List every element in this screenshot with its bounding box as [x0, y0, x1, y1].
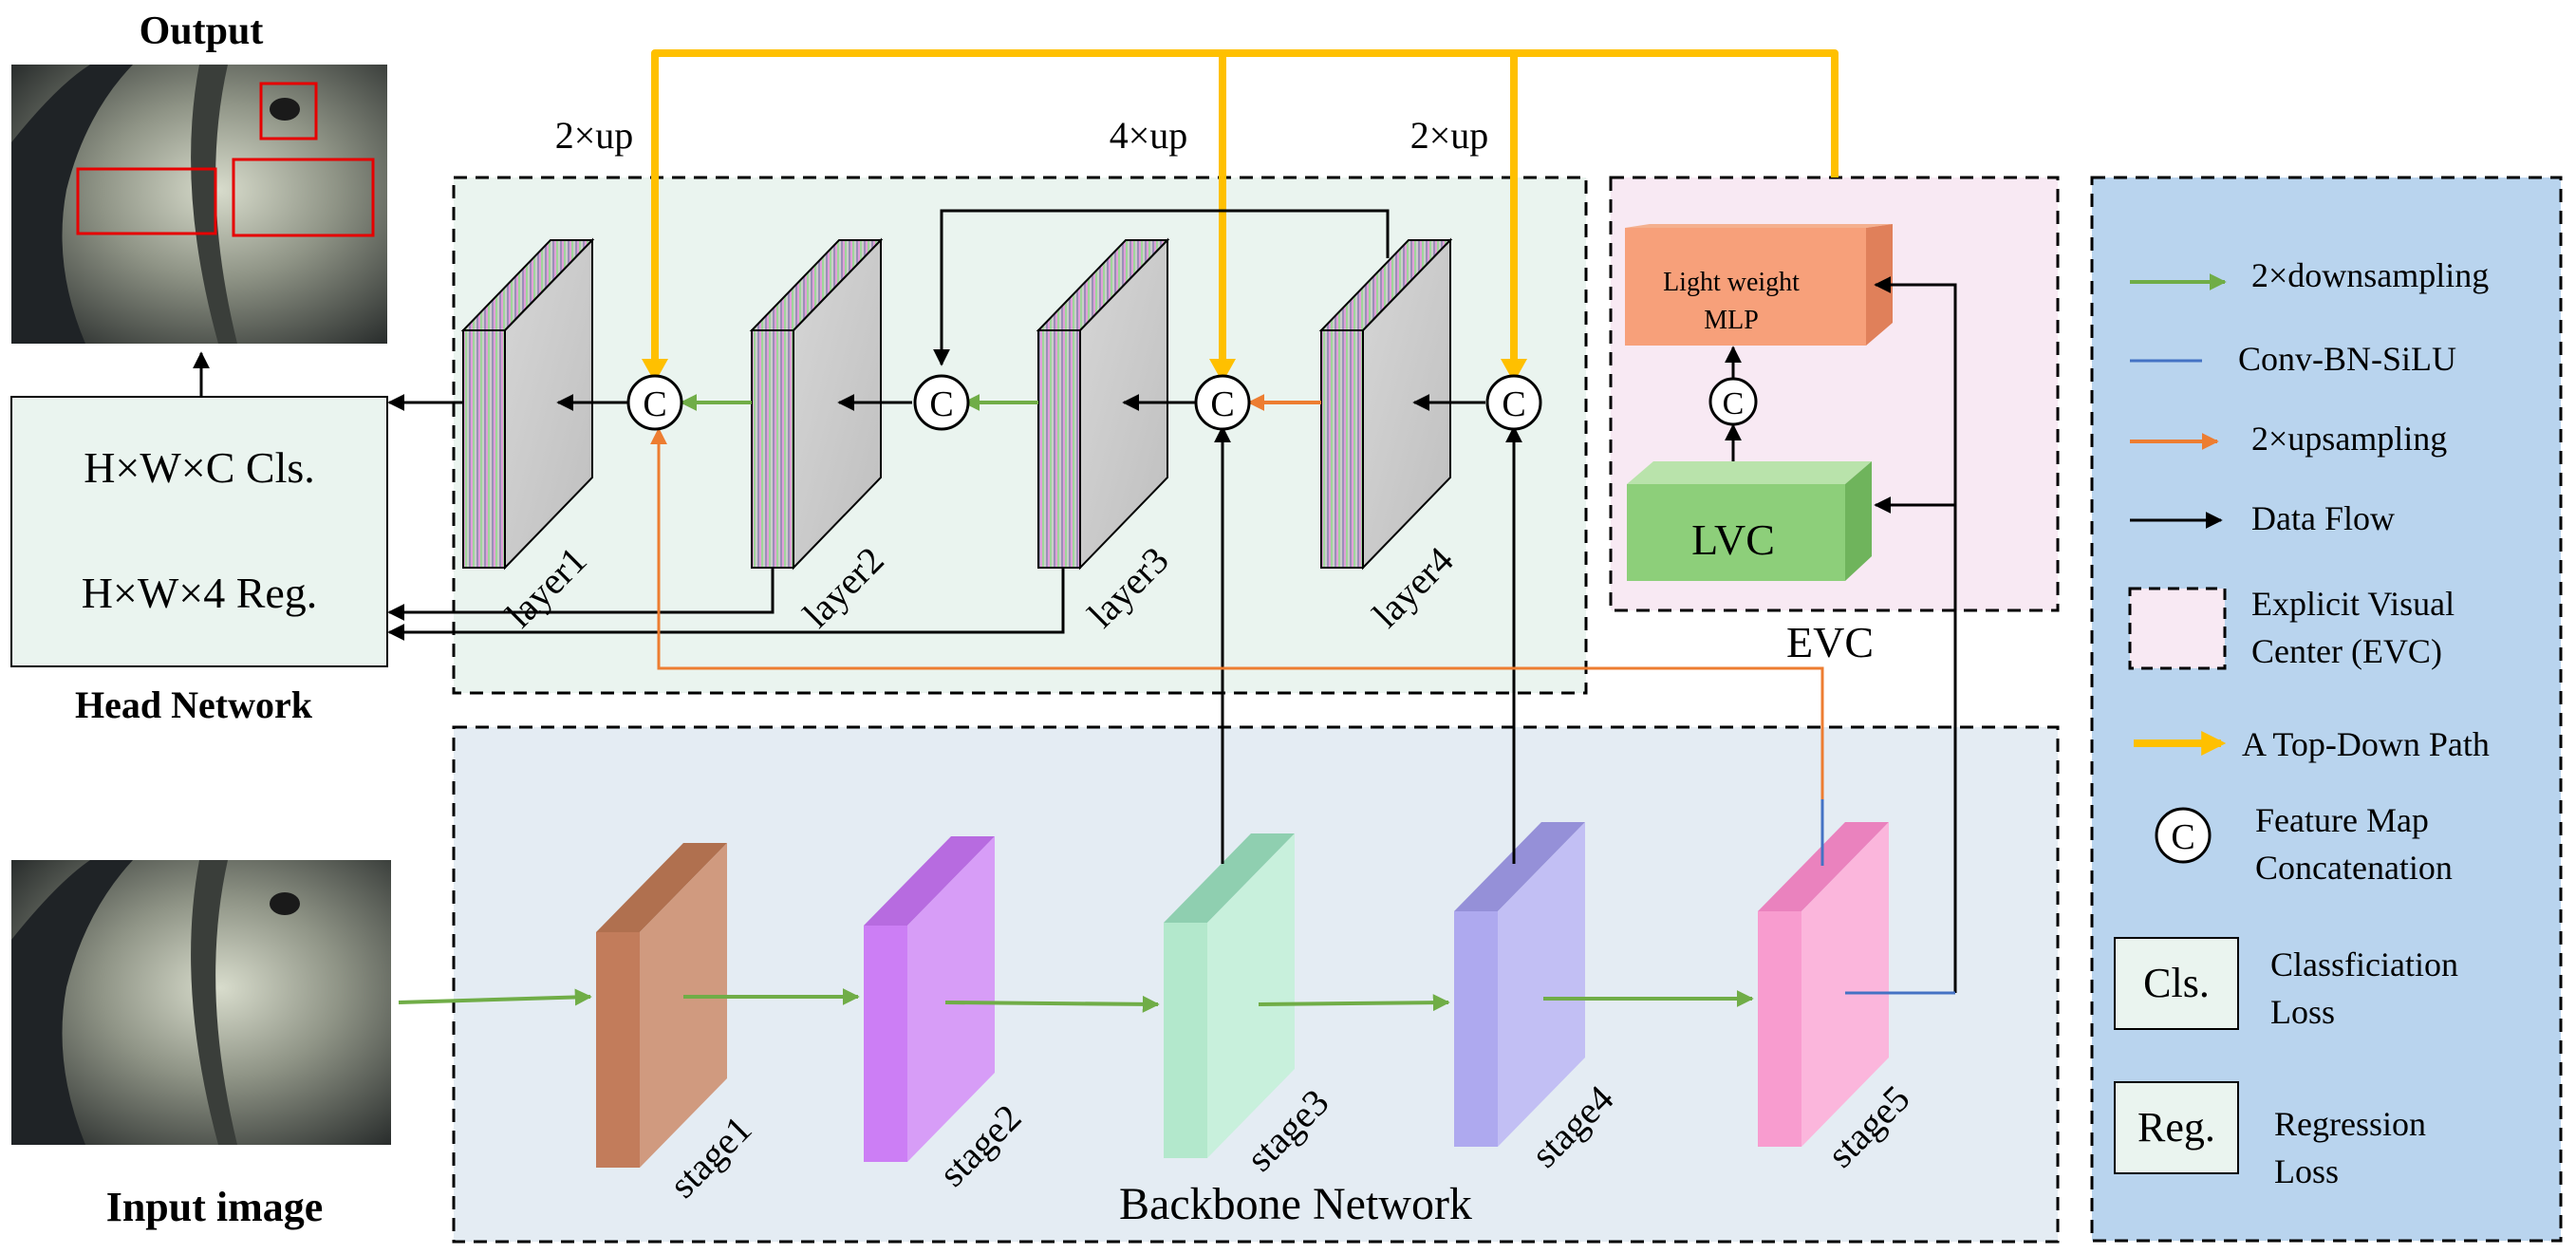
- legend-downsampling-text: 2×downsampling: [2251, 256, 2489, 294]
- legend-concat-text-1: Feature Map: [2255, 801, 2429, 839]
- legend-topdown-text: A Top-Down Path: [2242, 725, 2490, 763]
- up-label-right: 2×up: [1410, 114, 1489, 157]
- layer3-block: [1036, 237, 1170, 571]
- legend-evc-text-2: Center (EVC): [2251, 632, 2442, 670]
- stage2-block: [864, 836, 995, 1162]
- head-network-title: Head Network: [75, 683, 313, 726]
- svg-text:C: C: [1210, 384, 1234, 424]
- mlp-block: [1625, 224, 1893, 346]
- legend-reg-box: [2114, 1081, 2239, 1174]
- svg-text:C: C: [929, 384, 953, 424]
- evc-data-flow-arrows: [1725, 276, 1957, 993]
- legend-concat-text-2: Concatenation: [2255, 849, 2453, 887]
- backbone-network-title: Backbone Network: [1119, 1179, 1472, 1229]
- legend-evc-text-1: Explicit Visual: [2251, 585, 2455, 623]
- legend-cls-text-1: Classficiation: [2270, 945, 2458, 983]
- mlp-label-line2: MLP: [1704, 306, 1759, 335]
- stage1-block: [596, 843, 727, 1168]
- stage4-block: [1454, 822, 1585, 1147]
- svg-text:C: C: [1723, 386, 1745, 421]
- output-title: Output: [140, 9, 264, 53]
- top-down-path: [651, 49, 1839, 375]
- output-image: [11, 65, 387, 344]
- svg-text:C: C: [1502, 384, 1525, 424]
- legend-concat-icon: C: [2155, 807, 2212, 864]
- legend-cls-text-2: Loss: [2270, 993, 2335, 1031]
- evc-title: EVC: [1786, 618, 1874, 666]
- head-reg-text: H×W×4 Reg.: [82, 569, 318, 617]
- legend-panel: [2090, 176, 2563, 1243]
- legend-data-flow-text: Data Flow: [2251, 499, 2395, 537]
- legend-cls-box: [2114, 937, 2239, 1030]
- backbone-downsampling-arrows: [398, 988, 1754, 1013]
- stage5-block: [1758, 822, 1889, 1147]
- up-label-left: 2×up: [555, 114, 634, 157]
- legend-evc-swatch: [2128, 587, 2227, 670]
- head-data-flow-arrows: [387, 209, 1522, 864]
- mlp-label-line1: Light weight: [1663, 268, 1800, 297]
- legend-cls-box-text: Cls.: [2143, 960, 2210, 1006]
- stage3-block: [1164, 833, 1295, 1158]
- concat-circle-4: C: [1485, 374, 1542, 431]
- input-image: [11, 860, 391, 1145]
- input-image-title: Input image: [106, 1184, 324, 1230]
- legend-reg-text-1: Regression: [2274, 1105, 2426, 1143]
- layer4-block: [1318, 237, 1453, 571]
- concat-circle-2: C: [913, 374, 970, 431]
- concat-circle-1: C: [626, 374, 683, 431]
- up-label-mid: 4×up: [1110, 114, 1188, 157]
- lvc-label: LVC: [1691, 515, 1775, 564]
- layer1-block: [460, 237, 595, 571]
- lvc-block: [1627, 461, 1872, 581]
- concat-circle-evc: C: [1708, 377, 1758, 426]
- legend-upsampling-text: 2×upsampling: [2251, 420, 2447, 458]
- head-cls-text: H×W×C Cls.: [84, 443, 315, 492]
- head-output-box: [10, 396, 388, 667]
- orange-upsample-path: [650, 427, 1824, 866]
- top-down-arrowheads: [642, 359, 1527, 383]
- legend-conv-text: Conv-BN-SiLU: [2238, 340, 2456, 378]
- svg-text:C: C: [2171, 817, 2194, 857]
- svg-text:C: C: [643, 384, 666, 424]
- concat-circle-3: C: [1194, 374, 1251, 431]
- legend-reg-text-2: Loss: [2274, 1152, 2339, 1190]
- legend-reg-box-text: Reg.: [2137, 1104, 2215, 1151]
